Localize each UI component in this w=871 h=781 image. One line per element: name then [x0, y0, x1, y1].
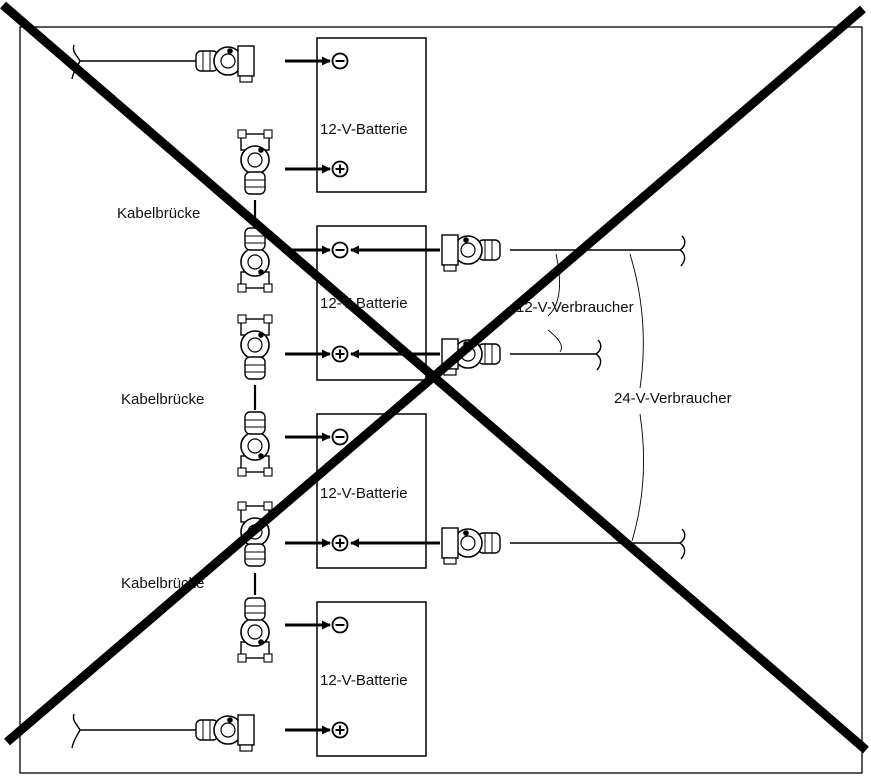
battery-1	[316, 37, 427, 193]
load-12v-bracket	[547, 253, 562, 353]
battery-4-label: 12-V-Batterie	[320, 672, 408, 689]
clamp-icon	[237, 314, 273, 380]
battery-1-label: 12-V-Batterie	[320, 121, 408, 138]
cable-end-icon	[679, 235, 686, 267]
battery-3-label: 12-V-Batterie	[320, 485, 408, 502]
load-24v-label: 24-V-Verbraucher	[614, 390, 732, 407]
clamp-icon	[237, 597, 273, 663]
clamp-icon	[237, 227, 273, 293]
cross-out-line-2	[4, 5, 866, 746]
battery-4	[316, 601, 427, 757]
cable-bridge-2-label: Kabelbrücke	[121, 391, 205, 408]
load-24v-bracket	[629, 253, 645, 542]
cable-bridge-3-label: Kabelbrücke	[121, 575, 205, 592]
cable-end-icon	[595, 339, 602, 371]
cable-bridge-1-label: Kabelbrücke	[117, 205, 201, 222]
clamp-icon	[195, 45, 255, 83]
clamp-icon	[195, 714, 255, 752]
cable-end-icon	[679, 528, 686, 560]
clamp-icon	[237, 411, 273, 477]
clamp-icon	[237, 129, 273, 195]
cable-end-icon	[71, 713, 81, 749]
battery-2-label: 12-V-Batterie	[320, 295, 408, 312]
clamp-icon	[441, 527, 501, 565]
load-12v-label: 12-V-Verbraucher	[516, 299, 634, 316]
clamp-icon	[441, 234, 501, 272]
outer-frame	[19, 26, 863, 774]
